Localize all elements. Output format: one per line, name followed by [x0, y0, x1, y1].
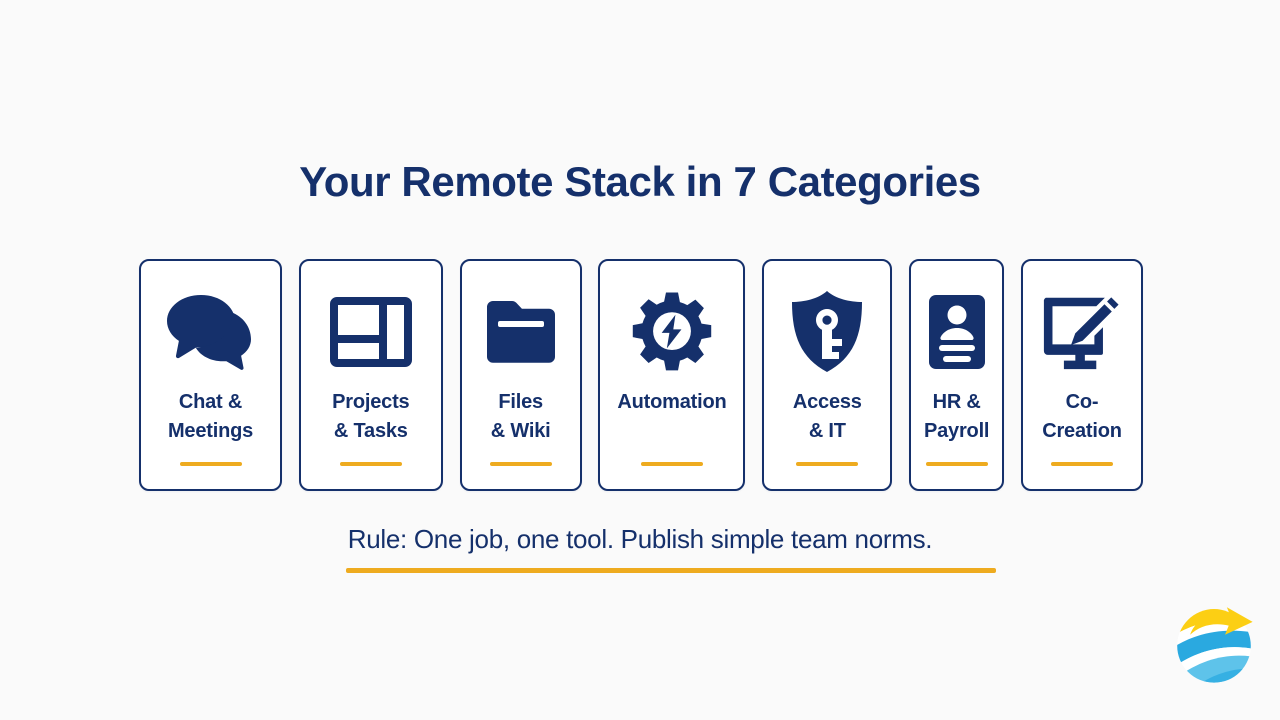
card-accent-rule [339, 462, 402, 466]
card-accent-rule [925, 462, 988, 466]
monitor-pencil-icon [1038, 282, 1126, 382]
category-card-access-it[interactable]: Access & IT [762, 259, 893, 491]
page-title: Your Remote Stack in 7 Categories [299, 158, 981, 205]
folder-icon [483, 282, 559, 382]
card-label: Projects & Tasks [332, 391, 410, 442]
shield-key-icon [788, 282, 866, 382]
card-label: Chat & Meetings [167, 391, 254, 442]
card-label: Automation [617, 391, 727, 413]
card-accent-rule [179, 462, 242, 466]
card-accent-rule [1050, 462, 1113, 466]
category-card-row: Chat & Meetings Projects & Tasks [139, 259, 1143, 491]
dashboard-layout-icon [329, 282, 413, 382]
card-label: HR & Payroll [923, 391, 990, 442]
caption-accent-rule [346, 568, 996, 573]
card-label: Co- Creation [1042, 391, 1122, 442]
card-label: Access & IT [792, 391, 862, 442]
gear-lightning-icon [629, 282, 715, 382]
card-label: Files & Wiki [490, 391, 551, 442]
category-card-files-wiki[interactable]: Files & Wiki [459, 259, 582, 491]
category-card-projects-tasks[interactable]: Projects & Tasks [298, 259, 443, 491]
rule-caption: Rule: One job, one tool. Publish simple … [347, 524, 933, 554]
card-accent-rule [640, 462, 703, 466]
card-accent-rule [489, 462, 552, 466]
category-card-hr-payroll[interactable]: HR & Payroll [909, 259, 1005, 491]
category-card-co-creation[interactable]: Co- Creation [1020, 259, 1143, 491]
caption-row: Rule: One job, one tool. Publish simple … [0, 524, 1280, 555]
globe-arrow-logo [1168, 598, 1260, 690]
category-card-automation[interactable]: Automation [598, 259, 746, 491]
speech-bubbles-icon [163, 282, 259, 382]
card-accent-rule [796, 462, 859, 466]
category-card-chat-meetings[interactable]: Chat & Meetings [139, 259, 282, 491]
id-badge-icon [926, 282, 988, 382]
